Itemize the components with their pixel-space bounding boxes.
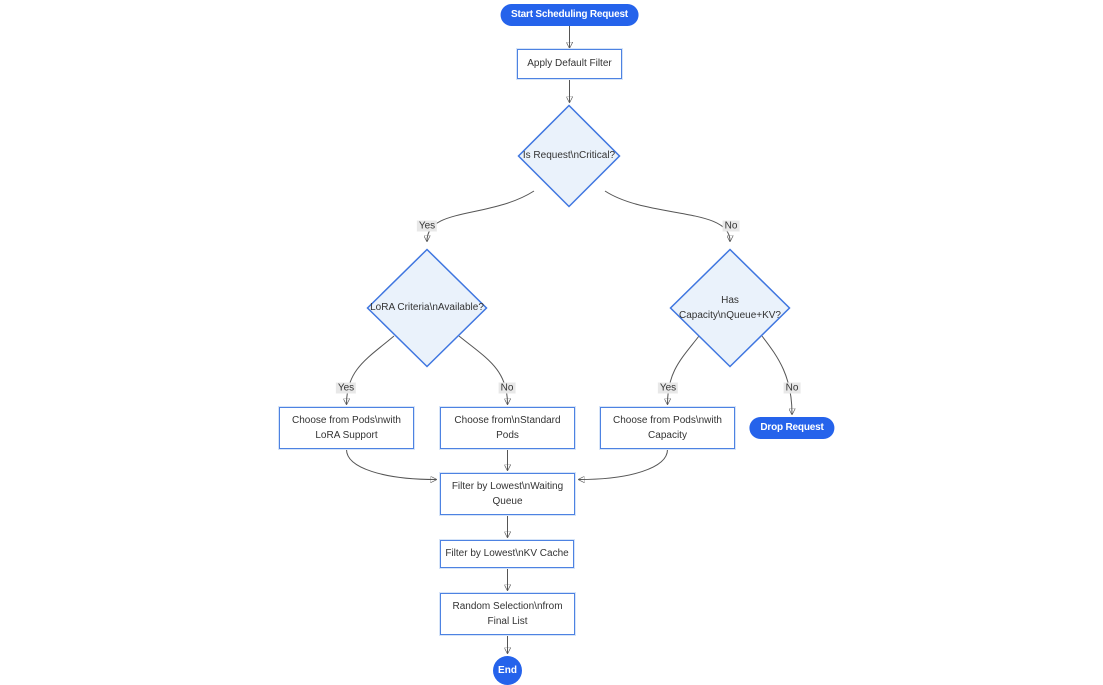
filter-lowest-waiting-queue-node: Filter by Lowest\nWaiting Queue [440,473,575,515]
choose-pods-lora-support-node: Choose from Pods\nwith LoRA Support [279,407,414,449]
lora-criteria-available-decision: LoRA Criteria\nAvailable? [366,248,488,368]
node-label: Random Selection\nfrom Final List [452,600,563,628]
apply-default-filter-node: Apply Default Filter [517,49,622,79]
node-label: Is Request\nCritical? [522,150,616,162]
node-label: LoRA Criteria\nAvailable? [370,302,484,314]
node-label: Filter by Lowest\nWaiting Queue [451,480,564,508]
edge-capacitypods-to-filter [579,449,668,480]
diamond-shape [669,248,791,368]
edge-lorapods-to-filter [346,449,437,480]
filter-lowest-kv-cache-node: Filter by Lowest\nKV Cache [440,540,574,568]
drop-request-node: Drop Request [749,417,835,439]
node-label: Start Scheduling Request [511,9,628,21]
edge-lora-yes [347,335,395,404]
node-label: Choose from\nStandard Pods [454,414,561,442]
end-node: End [493,656,522,685]
node-label: Has Capacity\nQueue+KV? [678,294,781,322]
node-label: Apply Default Filter [527,58,612,70]
is-request-critical-decision: Is Request\nCritical? [517,104,621,208]
start-scheduling-request-node: Start Scheduling Request [500,4,639,26]
edge-capacity-no [761,335,792,414]
edge-label-no: No [498,382,516,394]
diamond-shape [517,104,621,208]
has-capacity-queue-kv-decision: Has Capacity\nQueue+KV? [669,248,791,368]
edge-label-yes: Yes [416,220,438,232]
edge-label-no: No [722,220,740,232]
node-label: End [498,664,517,676]
node-label: Choose from Pods\nwith Capacity [613,414,722,442]
edge-label-no: No [783,382,801,394]
random-selection-final-list-node: Random Selection\nfrom Final List [440,593,575,635]
choose-standard-pods-node: Choose from\nStandard Pods [440,407,575,449]
choose-pods-with-capacity-node: Choose from Pods\nwith Capacity [600,407,735,449]
diamond-shape [366,248,488,368]
node-label: Filter by Lowest\nKV Cache [445,548,569,560]
edge-critical-no [604,190,730,241]
edge-label-yes: Yes [657,382,679,394]
edge-label-yes: Yes [335,382,357,394]
edge-capacity-yes [668,335,700,404]
edge-lora-no [458,335,508,404]
node-label: Drop Request [760,422,824,434]
node-label: Choose from Pods\nwith LoRA Support [292,414,401,442]
